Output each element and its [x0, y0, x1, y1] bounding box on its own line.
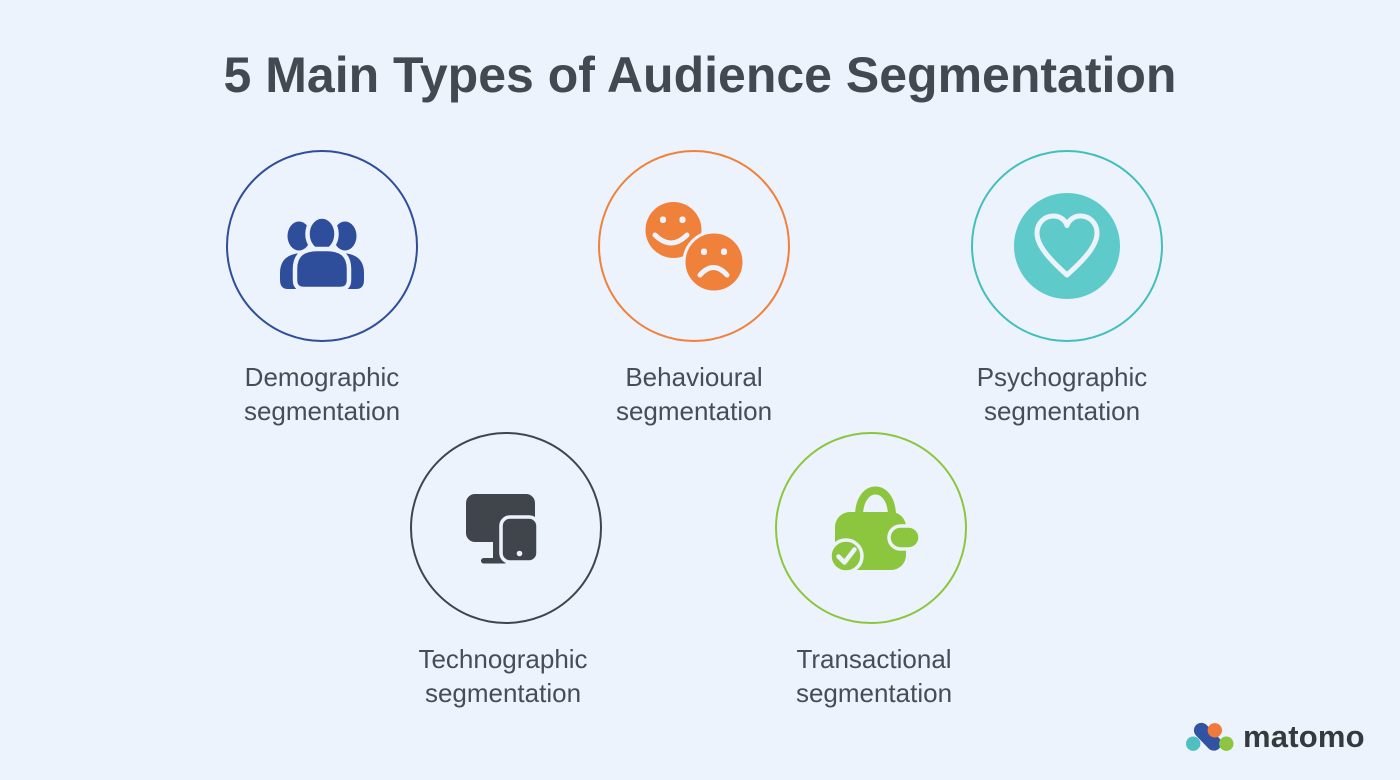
label-line: Demographic — [244, 362, 400, 392]
people-group-icon — [280, 214, 364, 289]
label-psychographic: Psychographic segmentation — [882, 360, 1242, 428]
circle-technographic — [410, 432, 602, 624]
wallet-check-icon — [828, 486, 922, 574]
label-line: Psychographic — [976, 362, 1148, 392]
label-line: segmentation — [795, 678, 953, 708]
matomo-logo-icon — [1186, 722, 1234, 751]
label-line: Transactional — [796, 644, 952, 674]
label-transactional: Transactional segmentation — [694, 642, 1054, 710]
label-line: segmentation — [983, 396, 1141, 426]
circle-transactional — [775, 432, 967, 624]
heart-icon — [1014, 193, 1120, 299]
label-line: segmentation — [243, 396, 401, 426]
label-line: Behavioural — [625, 362, 763, 392]
label-technographic: Technographic segmentation — [323, 642, 683, 710]
circle-behavioural — [598, 150, 790, 342]
smiley-faces-icon — [645, 202, 746, 294]
page-title: 5 Main Types of Audience Segmentation — [223, 47, 1177, 103]
computer-phone-icon — [466, 494, 540, 564]
matomo-wordmark: matomo — [1243, 719, 1365, 754]
circle-psychographic — [971, 150, 1163, 342]
label-line: segmentation — [615, 396, 773, 426]
label-line: segmentation — [424, 678, 582, 708]
label-line: Technographic — [418, 644, 588, 674]
label-behavioural: Behavioural segmentation — [514, 360, 874, 428]
circle-demographic — [226, 150, 418, 342]
label-demographic: Demographic segmentation — [142, 360, 502, 428]
matomo-logo: matomo — [1186, 714, 1365, 760]
